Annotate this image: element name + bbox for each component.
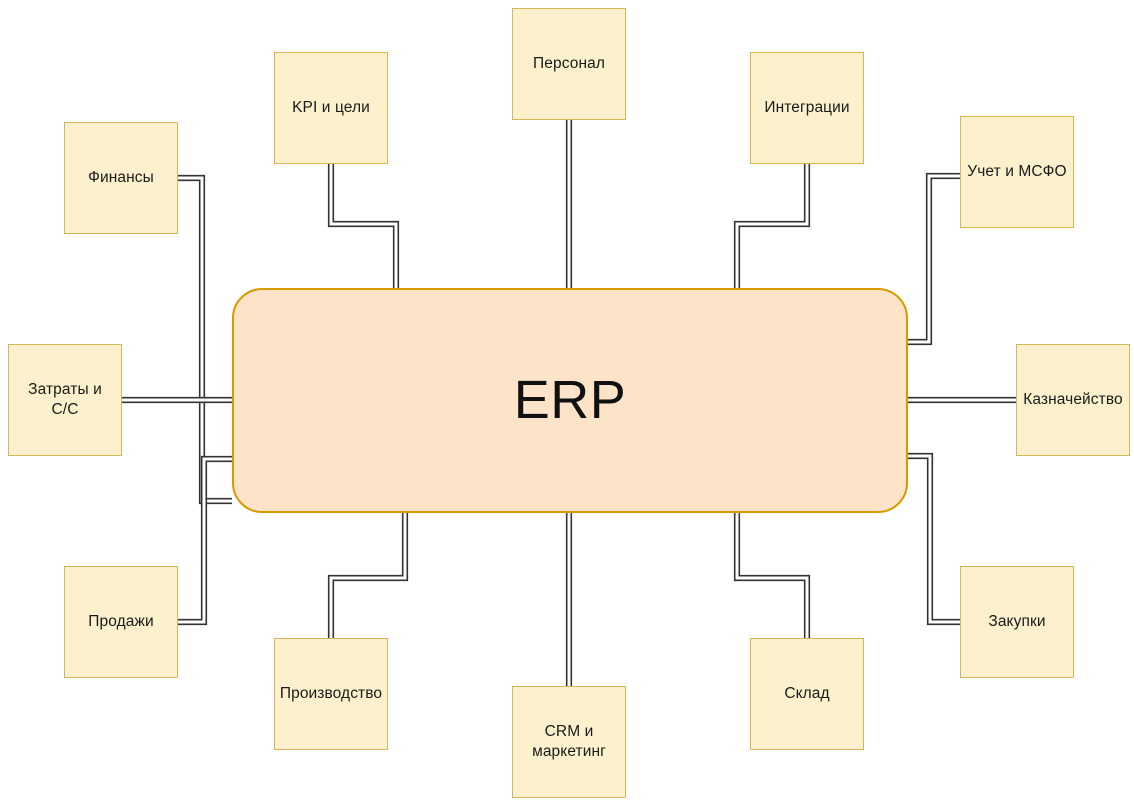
edge-purchasing (908, 452, 960, 626)
node-label: Склад (784, 685, 830, 703)
node-accounting[interactable]: Учет и МСФО (960, 116, 1074, 228)
node-label: CRM и маркетинг (532, 723, 606, 760)
node-personnel[interactable]: Персонал (512, 8, 626, 120)
edge-integrations (733, 164, 811, 288)
edge-accounting (908, 172, 960, 346)
node-label: Интеграции (764, 99, 850, 117)
node-label: ERP (513, 369, 627, 430)
node-label: Затраты и С/С (28, 381, 102, 418)
node-integrations[interactable]: Интеграции (750, 52, 864, 164)
node-production[interactable]: Производство (274, 638, 388, 750)
node-crm[interactable]: CRM и маркетинг (512, 686, 626, 798)
node-purchasing[interactable]: Закупки (960, 566, 1074, 678)
edge-production (327, 513, 409, 638)
node-treasury[interactable]: Казначейство (1016, 344, 1130, 456)
node-label: Учет и МСФО (967, 163, 1067, 181)
node-erp-center[interactable]: ERP (232, 288, 908, 513)
node-label: Продажи (88, 613, 154, 631)
edge-warehouse (733, 513, 811, 638)
node-sales[interactable]: Продажи (64, 566, 178, 678)
edge-kpi (327, 164, 400, 288)
node-label: Закупки (988, 613, 1046, 631)
edge-finance (178, 174, 232, 505)
node-label: Казначейство (1023, 391, 1123, 409)
node-finance[interactable]: Финансы (64, 122, 178, 234)
node-label: Производство (279, 685, 383, 703)
node-label: KPI и цели (292, 99, 370, 117)
node-kpi[interactable]: KPI и цели (274, 52, 388, 164)
node-warehouse[interactable]: Склад (750, 638, 864, 750)
edge-sales (178, 455, 232, 626)
node-label: Финансы (88, 169, 154, 187)
node-label: Персонал (533, 55, 605, 73)
node-costs[interactable]: Затраты и С/С (8, 344, 122, 456)
